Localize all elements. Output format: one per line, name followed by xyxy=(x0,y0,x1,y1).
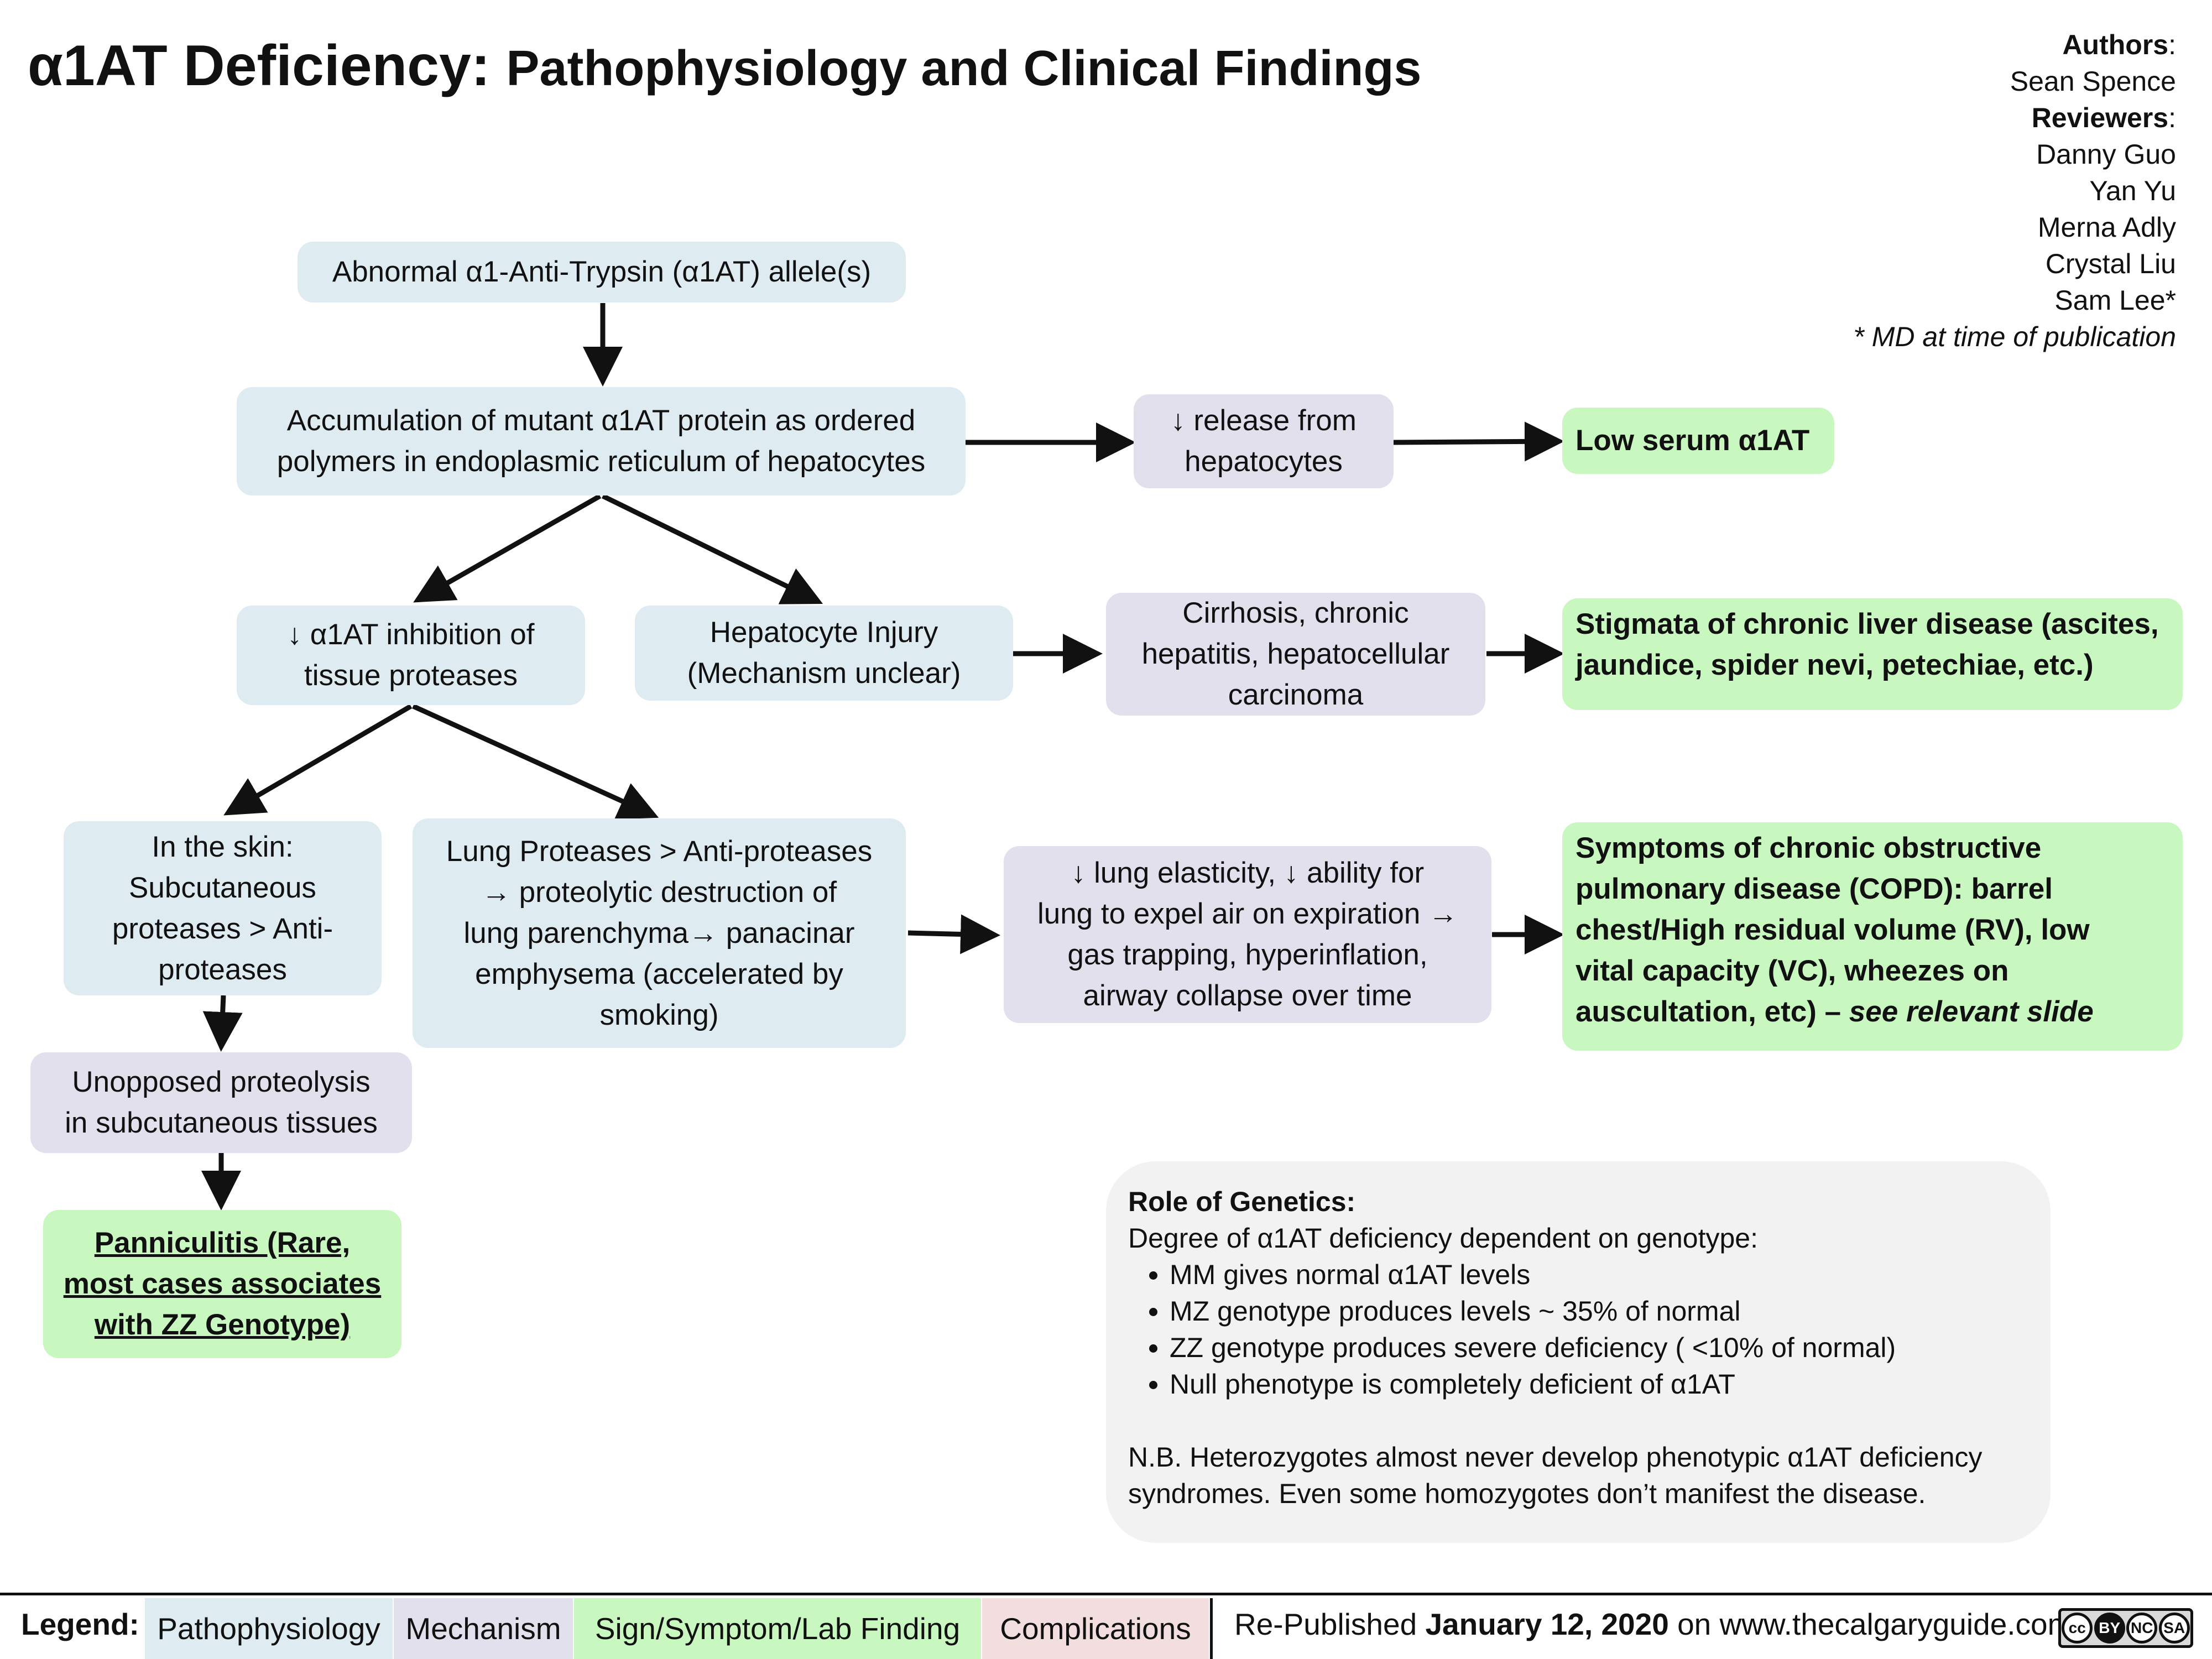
publish-date: January 12, 2020 xyxy=(1425,1607,1669,1641)
arrow-skin-to-proteolysis xyxy=(202,995,243,1052)
genotype-list: MM gives normal α1AT levels MZ genotype … xyxy=(1128,1256,2028,1402)
creative-commons-badge: cc BY NC SA xyxy=(2058,1608,2193,1648)
list-item: MZ genotype produces levels ~ 35% of nor… xyxy=(1170,1293,2028,1329)
node-low-serum: Low serum α1AT xyxy=(1562,408,1834,474)
footer-divider xyxy=(0,1593,2212,1595)
legend-mechanism: Mechanism xyxy=(394,1598,573,1659)
node-accumulation: Accumulation of mutant α1AT protein as o… xyxy=(237,387,966,495)
site-link[interactable]: www.thecalgaryguide.com xyxy=(1719,1607,2073,1641)
node-abnormal-allele: Abnormal α1-Anti-Trypsin (α1AT) allele(s… xyxy=(298,242,906,302)
node-hepatocyte-injury: Hepatocyte Injury (Mechanism unclear) xyxy=(635,606,1013,701)
reviewer-name: Yan Yu xyxy=(2089,175,2176,206)
node-stigmata: Stigmata of chronic liver disease (ascit… xyxy=(1562,598,2183,710)
arrow-lung-to-elasticity xyxy=(907,914,1000,954)
credits: Authors: Sean Spence Reviewers: Danny Gu… xyxy=(1853,27,2176,355)
node-lung-elasticity: ↓ lung elasticity, ↓ ability for lung to… xyxy=(1004,846,1491,1023)
list-item: Null phenotype is completely deficient o… xyxy=(1170,1366,2028,1402)
node-skin-proteases: In the skin: Subcutaneous proteases > An… xyxy=(64,821,382,995)
arrow-inhibition-to-lung xyxy=(412,703,659,820)
arrow-accumulation-to-inhibition xyxy=(413,494,602,603)
genetics-note: N.B. Heterozygotes almost never develop … xyxy=(1128,1442,1983,1509)
list-item: MM gives normal α1AT levels xyxy=(1170,1256,2028,1293)
page-subtitle: Pathophysiology and Clinical Findings xyxy=(506,41,1422,96)
reviewer-name: Merna Adly xyxy=(2037,212,2176,243)
attribution-icon: BY xyxy=(2094,1613,2125,1644)
list-item: ZZ genotype produces severe deficiency (… xyxy=(1170,1329,2028,1366)
authors-label: Authors xyxy=(2062,29,2169,60)
arrow-accumulation-to-hep-injury xyxy=(602,493,823,604)
node-panniculitis: Panniculitis (Rare, most cases associate… xyxy=(43,1210,401,1358)
cc-icon: cc xyxy=(2062,1613,2093,1644)
legend-complications: Complications xyxy=(982,1598,1209,1659)
reviewers-label: Reviewers xyxy=(2031,102,2169,133)
author-name: Sean Spence xyxy=(2010,66,2176,97)
arrow-inhibition-to-skin xyxy=(223,704,413,816)
node-cirrhosis: Cirrhosis, chronic hepatitis, hepatocell… xyxy=(1106,593,1485,716)
reviewer-name: Crystal Liu xyxy=(2045,248,2176,279)
footer-separator xyxy=(1210,1598,1213,1659)
legend-sign-symptom: Sign/Symptom/Lab Finding xyxy=(574,1598,981,1659)
page-title: α1AT Deficiency: Pathophysiology and Cli… xyxy=(28,34,1422,98)
republished-note: Re-Published January 12, 2020 on www.the… xyxy=(1234,1607,2073,1641)
node-inhibition: ↓ α1AT inhibition of tissue proteases xyxy=(237,606,585,705)
genetics-panel: Role of Genetics: Degree of α1AT deficie… xyxy=(1106,1161,2051,1543)
node-copd-symptoms: Symptoms of chronic obstructive pulmonar… xyxy=(1562,822,2183,1051)
node-lung-proteases: Lung Proteases > Anti-proteases → proteo… xyxy=(413,818,906,1048)
arrow-release-to-low-serum xyxy=(1393,421,1564,462)
node-release: ↓ release from hepatocytes xyxy=(1134,394,1394,488)
reviewer-name: Danny Guo xyxy=(2036,139,2176,170)
node-unopposed-proteolysis: Unopposed proteolysis in subcutaneous ti… xyxy=(30,1052,412,1153)
sharealike-icon: SA xyxy=(2158,1613,2190,1644)
noncommercial-icon: NC xyxy=(2126,1613,2158,1644)
legend-label: Legend: xyxy=(21,1607,139,1641)
reviewer-name: Sam Lee* xyxy=(2054,285,2176,316)
genetics-heading: Role of Genetics: xyxy=(1128,1186,1356,1217)
see-relevant-slide-link[interactable]: see relevant slide xyxy=(1841,995,2094,1028)
genetics-intro: Degree of α1AT deficiency dependent on g… xyxy=(1128,1223,1758,1254)
md-note: * MD at time of publication xyxy=(1853,321,2176,352)
legend-pathophysiology: Pathophysiology xyxy=(145,1598,393,1659)
